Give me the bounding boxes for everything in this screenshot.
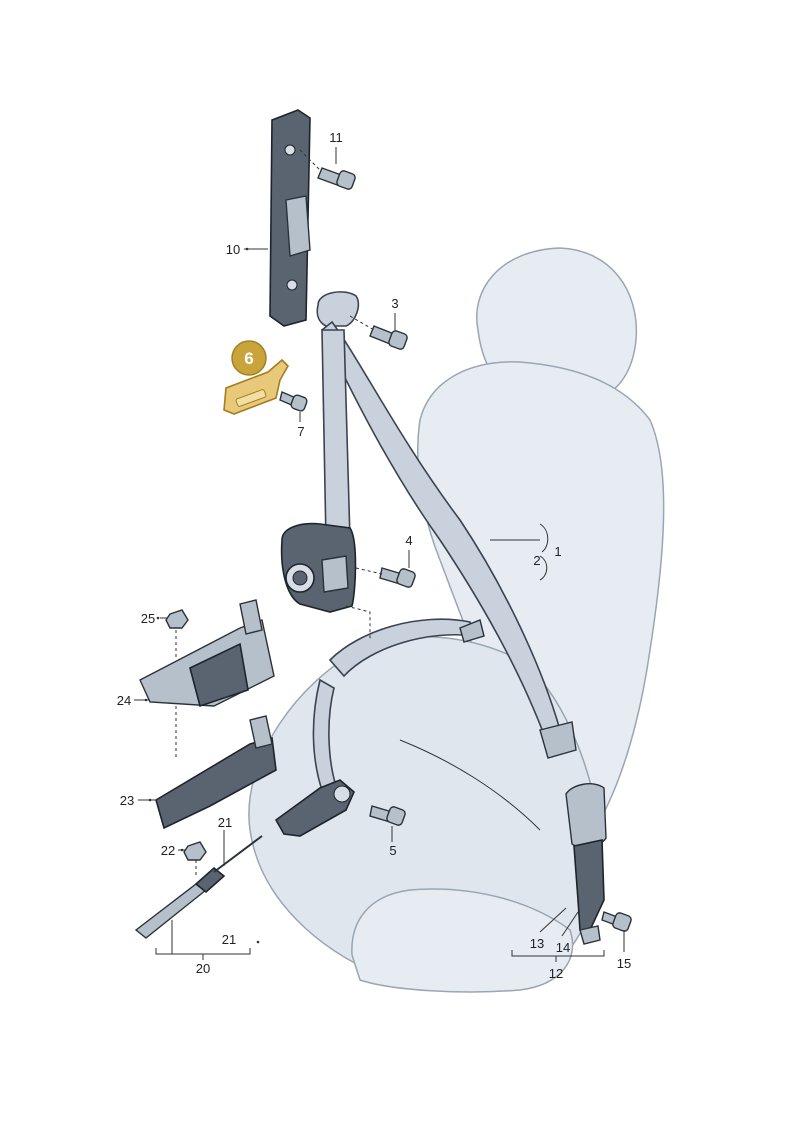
bolt-15	[601, 911, 632, 932]
leader-lines	[134, 147, 625, 962]
callout-24: 24	[117, 693, 131, 708]
callout-14: 14	[556, 940, 570, 955]
lower-anchor	[274, 779, 355, 837]
callout-2: 2	[533, 553, 540, 568]
callout-12: 12	[549, 966, 563, 981]
bolt-4	[379, 567, 416, 588]
belt-retractor	[280, 522, 357, 613]
cable-assembly	[134, 835, 263, 939]
height-adjuster-rail	[269, 109, 311, 327]
guide-23	[155, 715, 277, 830]
seat-backrest	[417, 361, 665, 862]
callout-5: 5	[389, 843, 396, 858]
callout-6-badge[interactable]	[231, 340, 267, 376]
callout-labels: 11 10 3 7 4 2 1 5 25 24 23 22 21 21 20 1…	[117, 130, 631, 981]
callout-15: 15	[617, 956, 631, 971]
callout-1: 1	[554, 544, 561, 559]
bolt-5	[369, 805, 406, 826]
seat-cushion-front	[351, 888, 574, 993]
callout-11: 11	[329, 130, 343, 145]
nut-22	[183, 841, 207, 861]
bracket-6-highlighted[interactable]	[223, 358, 289, 415]
callout-23: 23	[120, 793, 134, 808]
callout-6: 6	[244, 349, 253, 368]
callout-21-bottom: 21	[222, 932, 236, 947]
bolt-3	[369, 325, 408, 350]
seat-belt-webbing	[312, 291, 577, 791]
callout-4: 4	[405, 533, 412, 548]
callout-21-top: 21	[218, 815, 232, 830]
bolt-11	[317, 167, 356, 190]
callout-3: 3	[391, 296, 398, 311]
nut-25	[165, 609, 189, 629]
callout-10: 10	[226, 242, 240, 257]
callout-25: 25	[141, 611, 155, 626]
seat	[248, 247, 665, 993]
bolt-7	[279, 391, 308, 412]
callout-22: 22	[161, 843, 175, 858]
seat-belt-buckle	[565, 783, 607, 945]
guide-24	[139, 599, 275, 708]
callout-7: 7	[297, 424, 304, 439]
callout-13: 13	[530, 936, 544, 951]
callout-20: 20	[196, 961, 210, 976]
label-dots	[144, 247, 260, 944]
